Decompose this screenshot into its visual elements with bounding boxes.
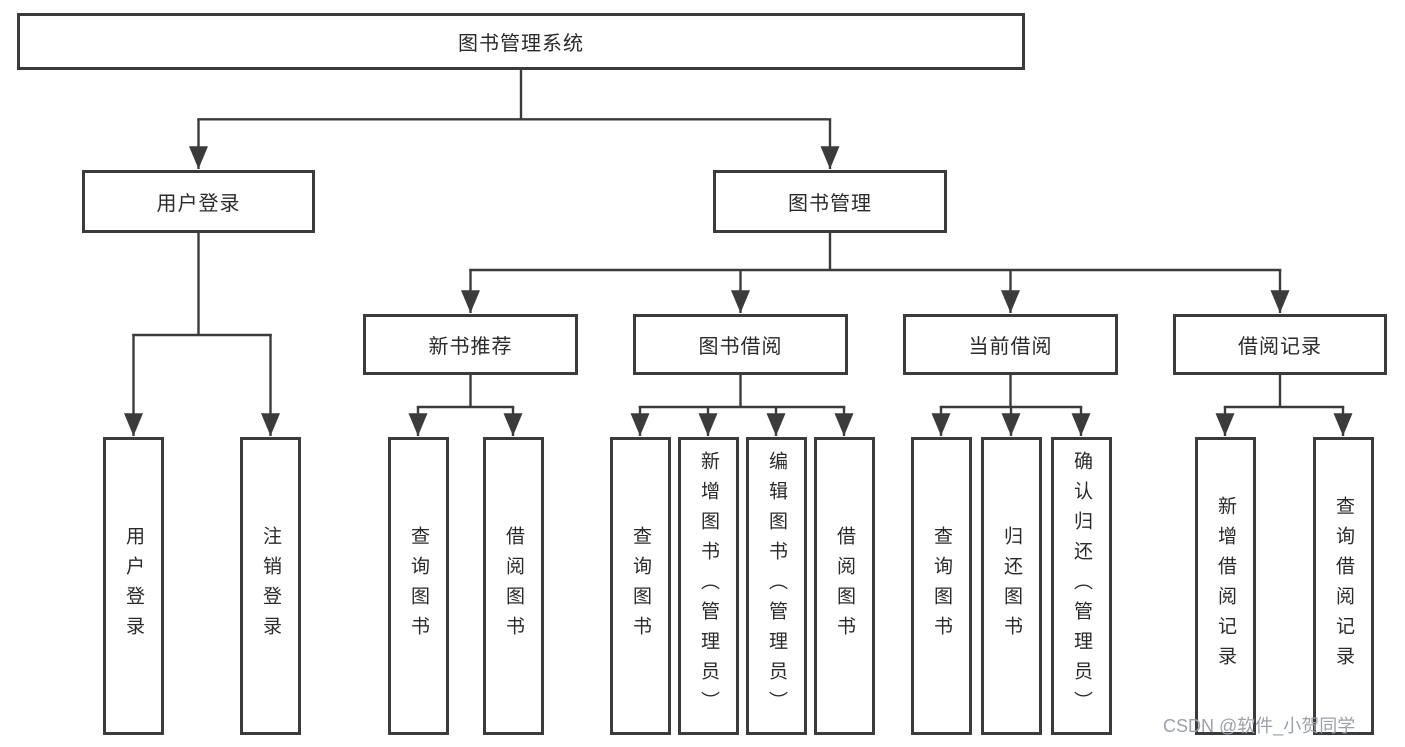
edge-book-borrowing-to-children xyxy=(630,375,854,437)
node-book-management: 图书管理 xyxy=(713,170,947,233)
node-add-book-admin: 新增图书（管理员） xyxy=(678,437,739,735)
node-query-books-current: 查询图书 xyxy=(911,437,972,735)
node-book-borrowing: 图书借阅 xyxy=(633,314,848,375)
node-edit-book-admin: 编辑图书（管理员） xyxy=(746,437,807,735)
node-borrowing-records: 借阅记录 xyxy=(1173,314,1387,375)
node-new-book-recommendation: 新书推荐 xyxy=(363,314,578,375)
edge-root-to-level2 xyxy=(189,70,840,169)
node-confirm-return-admin: 确认归还（管理员） xyxy=(1051,437,1112,735)
edge-current-borrowing-to-children xyxy=(931,375,1091,437)
edge-new-book-recommendation-to-children xyxy=(408,375,523,437)
node-current-borrowing: 当前借阅 xyxy=(903,314,1118,375)
node-return-book: 归还图书 xyxy=(981,437,1042,735)
edge-borrowing-records-to-children xyxy=(1215,375,1353,437)
watermark: CSDN @软件_小贺同学 xyxy=(1163,716,1356,736)
node-add-borrow-record: 新增借阅记录 xyxy=(1195,437,1256,735)
node-user-login-action: 用户登录 xyxy=(103,437,164,735)
edge-user-login-to-children xyxy=(124,233,280,437)
node-library-system: 图书管理系统 xyxy=(17,13,1025,70)
edge-book-management-to-children xyxy=(461,233,1290,314)
node-borrow-books-recommend: 借阅图书 xyxy=(483,437,544,735)
node-query-borrow-record: 查询借阅记录 xyxy=(1313,437,1374,735)
node-logout-action: 注销登录 xyxy=(240,437,301,735)
node-user-login: 用户登录 xyxy=(82,170,315,233)
node-query-books-borrowing: 查询图书 xyxy=(610,437,671,735)
node-query-books-recommend: 查询图书 xyxy=(388,437,449,735)
node-borrow-books-borrowing: 借阅图书 xyxy=(814,437,875,735)
